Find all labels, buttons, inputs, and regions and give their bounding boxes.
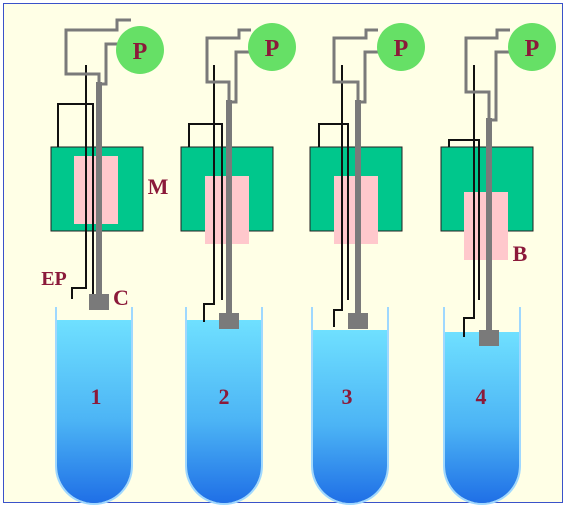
pump-circle-1: [116, 26, 164, 74]
electrode-wire-4: [448, 139, 480, 300]
electrode-probe-3: [333, 65, 343, 327]
apparatus-3: P 3: [309, 23, 425, 505]
liquid-4: [445, 332, 519, 503]
tube-number-3: 3: [342, 384, 353, 409]
electrode-wire-3: [318, 123, 349, 300]
pump-label-4: P: [525, 36, 540, 62]
test-tube-3: [311, 307, 389, 505]
pump-line-3: [332, 28, 378, 102]
capillary-rod-3: [355, 100, 361, 314]
pump-line-2b: [229, 50, 252, 104]
bead-label: B: [513, 241, 528, 266]
electrode-probe-label: EP: [41, 268, 67, 290]
magnet-label: M: [148, 174, 169, 199]
capillary-label: C: [113, 285, 129, 310]
apparatus-2: P 2: [180, 23, 296, 505]
test-tube-4: [443, 307, 521, 505]
pump-circle-3: [377, 23, 425, 71]
pump-line-1: [64, 18, 131, 84]
pump-line-3b: [358, 50, 380, 104]
capillary-tip-1: [89, 294, 109, 310]
pump-line-2: [205, 28, 251, 102]
apparatus-1: P 1: [50, 18, 164, 505]
liquid-3: [313, 330, 387, 503]
apparatus-4: P 4: [440, 23, 556, 505]
electrode-probe-4: [463, 65, 475, 337]
electrode-wire-1: [57, 103, 94, 301]
test-tube-1: [55, 307, 133, 505]
electrode-wire-2: [188, 123, 223, 300]
tube-number-1: 1: [91, 384, 102, 409]
capillary-rod-2: [226, 100, 232, 314]
pump-line-1b: [99, 42, 124, 86]
tube-number-4: 4: [476, 384, 487, 409]
pump-line-4: [464, 28, 510, 120]
pump-circle-4: [508, 23, 556, 71]
liquid-1: [57, 320, 131, 503]
electrode-probe-2: [203, 65, 215, 322]
pump-label-2: P: [265, 36, 280, 62]
pump-label-1: P: [133, 39, 148, 65]
pump-circle-2: [248, 23, 296, 71]
capillary-rod-1: [96, 82, 102, 296]
capillary-rod-4: [486, 118, 492, 332]
test-tube-2: [185, 307, 263, 505]
tube-number-2: 2: [219, 384, 230, 409]
capillary-tip-2: [219, 313, 239, 329]
electrode-probe-1: [71, 65, 87, 299]
capillary-tip-3: [348, 313, 368, 329]
pump-label-3: P: [394, 36, 409, 62]
pump-line-4b: [489, 50, 510, 122]
capillary-tip-4: [479, 330, 499, 346]
liquid-2: [187, 320, 261, 503]
